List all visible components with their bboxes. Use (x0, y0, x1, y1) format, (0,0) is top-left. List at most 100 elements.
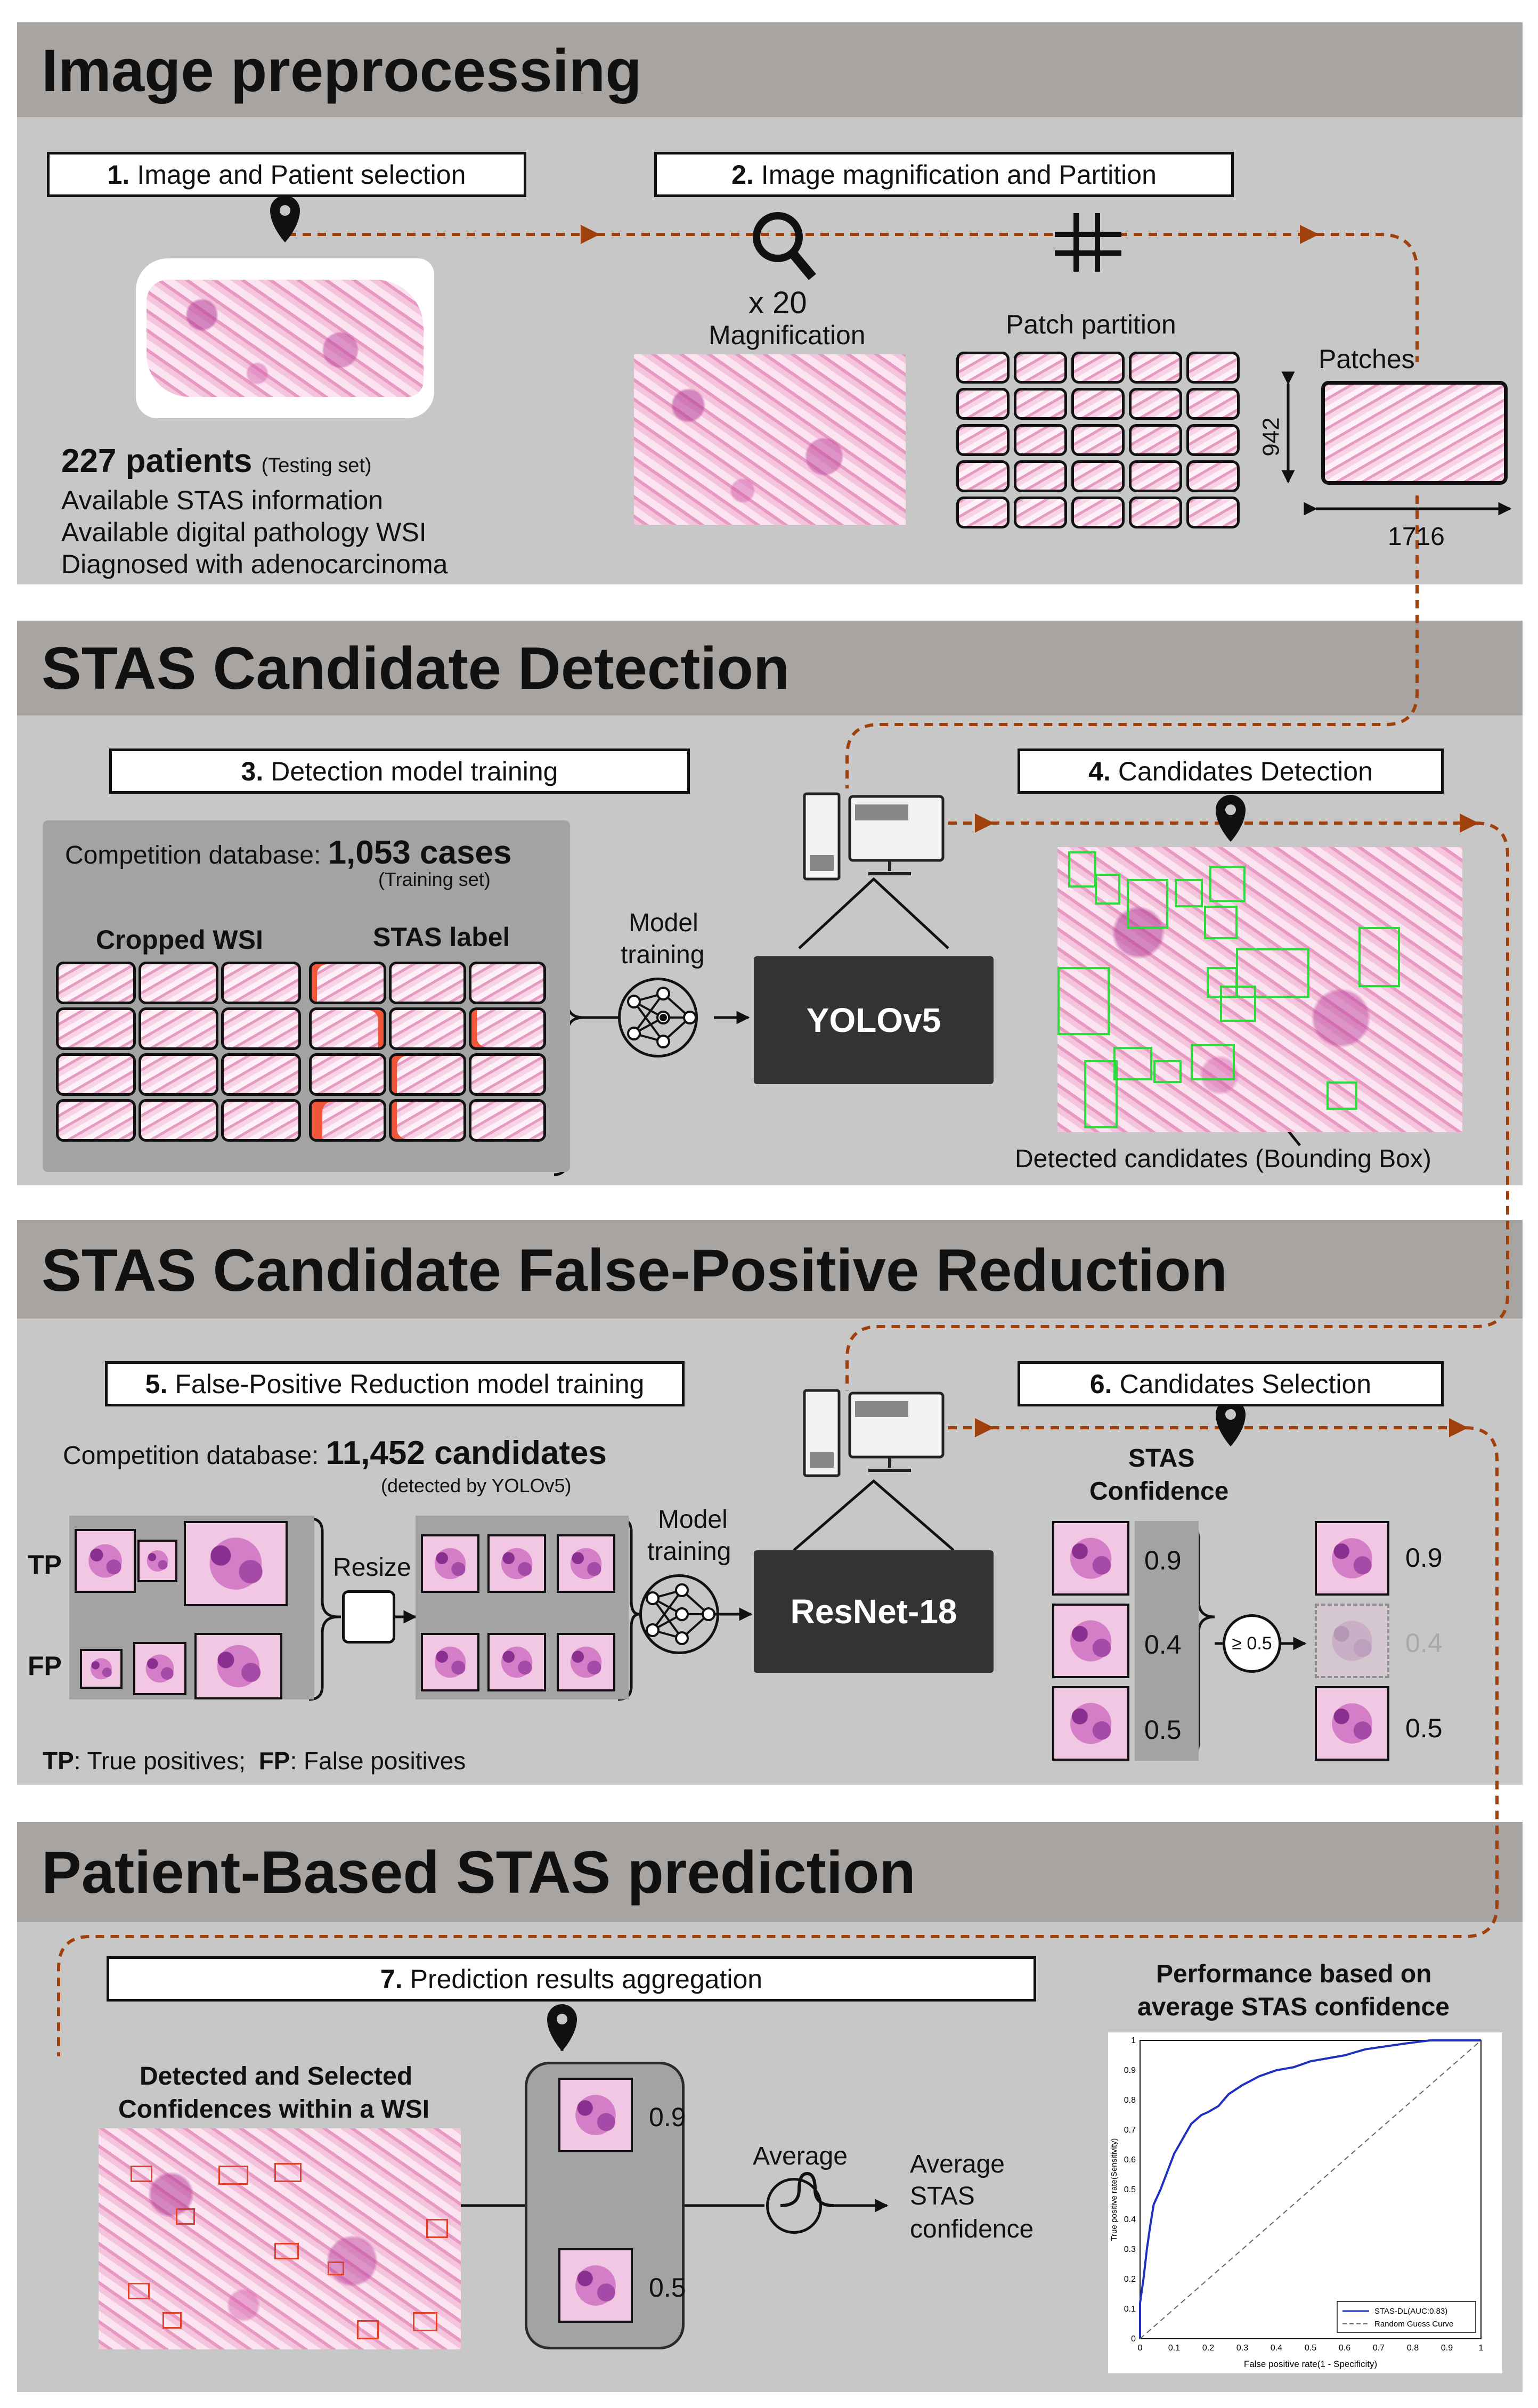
output-label-1: Average (910, 2150, 1005, 2178)
bbox (1084, 1060, 1118, 1128)
y-tick-label: 0 (1131, 2334, 1136, 2344)
output-label-2: STAS (910, 2182, 975, 2210)
step7-box: 7. Prediction results aggregation (107, 1956, 1036, 2002)
criteria-3: Diagnosed with adenocarcinoma (61, 549, 448, 579)
criteria-2: Available digital pathology WSI (61, 517, 427, 547)
step7-label: Prediction results aggregation (410, 1964, 763, 1994)
detection-nn-circle (618, 978, 698, 1057)
step6-number: 6. (1089, 1369, 1112, 1399)
patients-note: (Testing set) (261, 454, 372, 477)
aggregated-value: 0.9 (649, 2102, 686, 2132)
wsi-title-1: Detected and Selected (140, 2062, 413, 2090)
resnet18-model: ResNet-18 (754, 1550, 994, 1673)
resize-label: Resize (333, 1553, 411, 1582)
magnification-label: Magnification (709, 320, 866, 350)
series-line-1 (1140, 2040, 1482, 2339)
detection-header (17, 621, 1523, 715)
tp-candidate (184, 1521, 288, 1606)
x-tick-label: 0.5 (1305, 2344, 1316, 2353)
roc-legend: STAS-DL(AUC:0.83)Random Guess Curve (1337, 2301, 1476, 2333)
legend-label: Random Guess Curve (1374, 2320, 1453, 2329)
selected-value: 0.9 (1405, 1543, 1443, 1573)
fpr-model-training-1: Model (658, 1506, 728, 1534)
bbox (176, 2208, 195, 2225)
bbox (1220, 986, 1256, 1022)
aggregated-thumb (558, 2248, 633, 2323)
tp-resized (421, 1534, 479, 1593)
threshold-circle: ≥ 0.5 (1223, 1614, 1281, 1673)
fp-candidate (133, 1642, 186, 1695)
fp-candidate (80, 1649, 123, 1689)
step6-box: 6. Candidates Selection (1018, 1361, 1444, 1406)
bbox (1095, 874, 1120, 905)
y-tick-label: 0.2 (1124, 2275, 1136, 2284)
stas-confidence-title-1: STAS (1128, 1444, 1195, 1473)
step5-label: False-Positive Reduction model training (175, 1369, 645, 1399)
criteria-1: Available STAS information (61, 485, 384, 515)
rejected-thumb (1315, 1604, 1389, 1678)
bbox (218, 2166, 248, 2185)
fp-resized (557, 1633, 615, 1691)
computer-icon-detection (803, 792, 945, 881)
detection-db-label: Competition database: 1,053 cases (65, 834, 512, 871)
average-label: Average (753, 2142, 848, 2170)
roc-xlabel: False positive rate(1 - Specificity) (1244, 2359, 1377, 2369)
bbox (1127, 879, 1168, 929)
roc-chart: 000.10.10.20.20.30.30.40.40.50.50.60.60.… (1108, 2032, 1502, 2373)
computer-icon-fpr (803, 1389, 945, 1477)
bbox (1057, 967, 1110, 1035)
step4-label: Candidates Detection (1118, 756, 1373, 786)
step3-number: 3. (241, 756, 264, 786)
bbox (1113, 1047, 1152, 1080)
confidence-value: 0.5 (1144, 1715, 1182, 1745)
step2-box: 2. Image magnification and Partition (654, 152, 1234, 197)
fpr-header (17, 1220, 1523, 1319)
fpr-nn-circle (639, 1574, 719, 1654)
bbox (162, 2312, 182, 2329)
patch-width: 1716 (1388, 523, 1445, 551)
step3-label: Detection model training (271, 756, 558, 786)
tp-label: TP (28, 1550, 62, 1580)
yolov5-model: YOLOv5 (754, 956, 994, 1084)
pin-icon (270, 196, 1246, 2051)
x-tick-label: 0.4 (1271, 2344, 1282, 2353)
fpr-db-count: 11,452 candidates (325, 1435, 607, 1471)
step2-label: Image magnification and Partition (761, 159, 1157, 190)
patch-grid (956, 352, 1244, 528)
step3-box: 3. Detection model training (109, 749, 690, 794)
step1-label: Image and Patient selection (137, 159, 466, 190)
patches-label: Patches (1319, 344, 1415, 374)
y-tick-label: 0.5 (1124, 2185, 1136, 2194)
rejected-value: 0.4 (1405, 1628, 1443, 1658)
patch-partition-label: Patch partition (1006, 310, 1176, 339)
stas-label-grid (309, 962, 559, 1143)
bbox (1153, 1060, 1182, 1083)
y-tick-label: 0.7 (1124, 2126, 1136, 2135)
detected-candidates-caption: Detected candidates (Bounding Box) (1015, 1145, 1431, 1173)
fpr-model-training-2: training (647, 1537, 731, 1566)
x-tick-label: 1 (1479, 2344, 1484, 2353)
step5-number: 5. (145, 1369, 168, 1399)
bbox (1209, 866, 1246, 902)
perf-title-1: Performance based on (1156, 1960, 1432, 1988)
cropped-wsi-grid (56, 962, 306, 1143)
detection-db-count: 1,053 cases (328, 834, 512, 871)
y-tick-label: 0.3 (1124, 2245, 1136, 2254)
fp-resized (421, 1633, 479, 1691)
x-tick-label: 0.7 (1373, 2344, 1385, 2353)
step7-number: 7. (380, 1964, 403, 1994)
aggregated-value: 0.5 (649, 2273, 686, 2303)
bbox (1191, 1044, 1235, 1080)
step1-number: 1. (107, 159, 130, 190)
legend-tp-fp: TP: True positives; FP: False positives (43, 1747, 466, 1775)
preprocessing-header (17, 22, 1523, 117)
bbox (328, 2261, 344, 2275)
section-title-fpr: STAS Candidate False-Positive Reduction (42, 1237, 1227, 1304)
detection-db-note: (Training set) (378, 868, 491, 890)
selected-value: 0.5 (1405, 1713, 1443, 1743)
y-tick-label: 1 (1131, 2036, 1136, 2045)
bbox (1327, 1081, 1357, 1110)
wsi-with-boxes (99, 2128, 461, 2349)
perf-title-2: average STAS confidence (1137, 1993, 1450, 2021)
bbox (1068, 851, 1096, 888)
